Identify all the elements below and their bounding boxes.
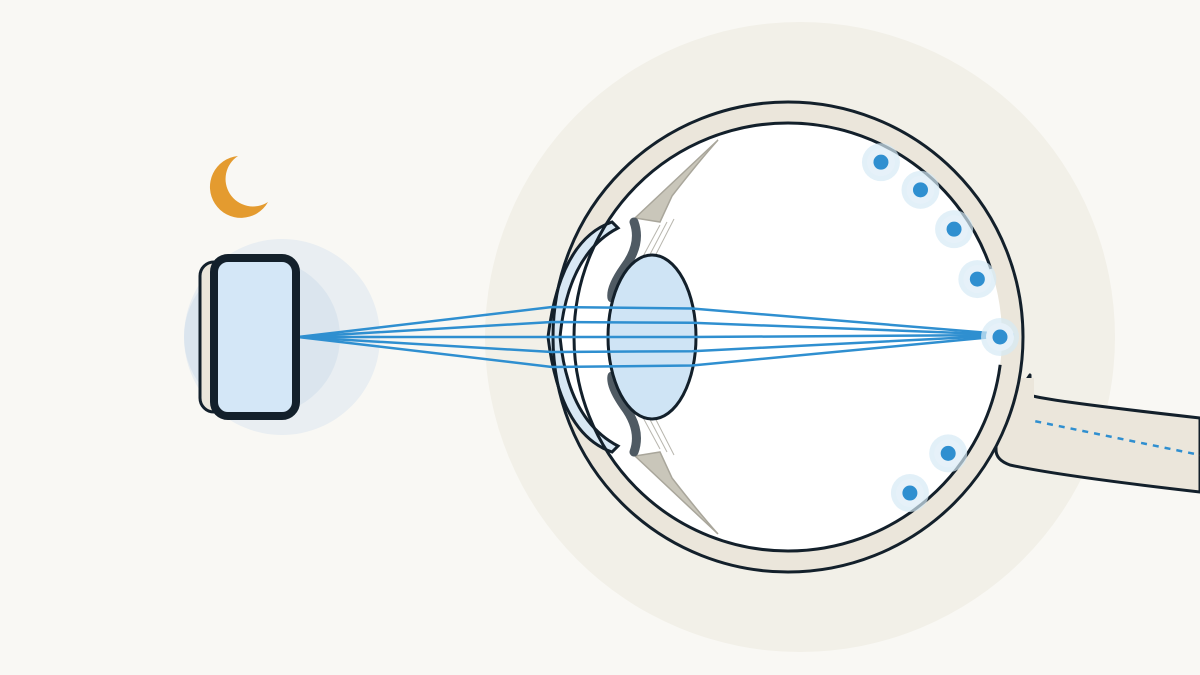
light-ray-5 bbox=[297, 333, 1015, 369]
photoreceptor-dot bbox=[912, 182, 928, 198]
photoreceptor-dot bbox=[940, 445, 956, 461]
photoreceptor-dot bbox=[873, 154, 889, 170]
photoreceptor-7 bbox=[890, 474, 929, 513]
light-ray-4 bbox=[297, 333, 1015, 354]
ciliary-body-top bbox=[633, 139, 719, 223]
photoreceptor-dot bbox=[902, 485, 918, 501]
optic-nerve-signal-line bbox=[999, 412, 1200, 457]
photoreceptor-2 bbox=[901, 170, 940, 209]
photoreceptor-1 bbox=[861, 143, 900, 182]
light-ray-1 bbox=[297, 305, 1015, 339]
iris-top bbox=[607, 217, 641, 303]
photoreceptor-6 bbox=[929, 434, 968, 473]
photoreceptors bbox=[861, 143, 1019, 513]
photoreceptor-dot bbox=[969, 271, 985, 287]
photoreceptor-4 bbox=[958, 260, 997, 299]
photoreceptor-dot bbox=[992, 329, 1008, 345]
photoreceptor-dot bbox=[946, 221, 962, 237]
light-ray-3 bbox=[298, 333, 1015, 339]
light-ray-2 bbox=[297, 320, 1015, 339]
ciliary-body-bottom bbox=[633, 451, 719, 535]
light-rays bbox=[297, 305, 1015, 369]
iris-bottom bbox=[607, 371, 641, 457]
moon-icon bbox=[209, 156, 268, 218]
photoreceptor-3 bbox=[935, 210, 974, 249]
smartphone-icon bbox=[198, 254, 300, 420]
photoreceptor-5 bbox=[981, 318, 1019, 356]
